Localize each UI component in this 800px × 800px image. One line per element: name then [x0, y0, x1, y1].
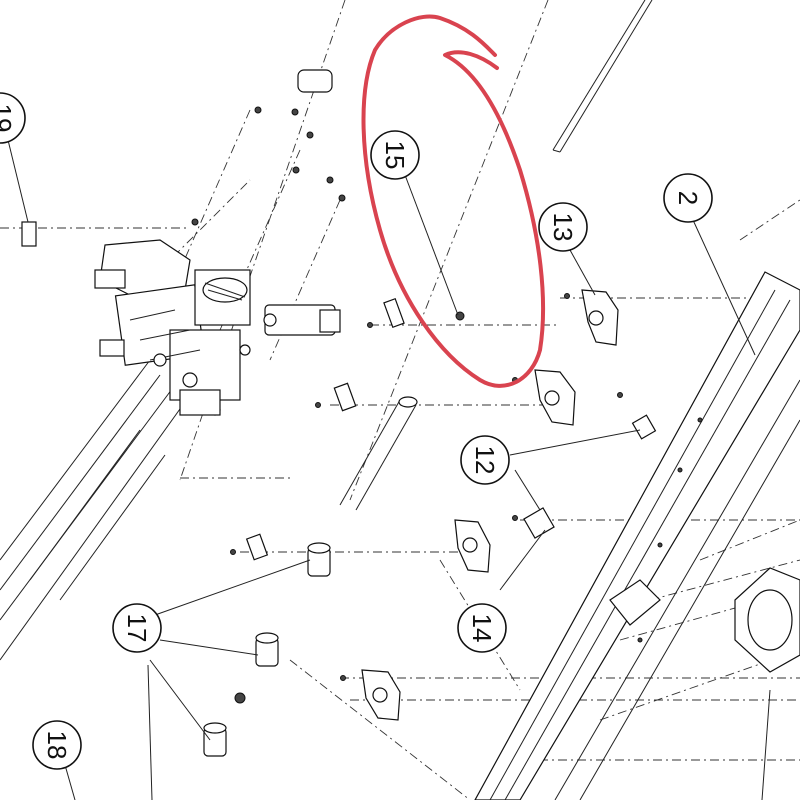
- bushings: [203, 542, 331, 757]
- callout-2-label: 2: [673, 191, 703, 205]
- callout-2: 2: [663, 173, 713, 223]
- linear-rail: [0, 359, 191, 661]
- roller-shaft: [339, 396, 418, 511]
- callout-13-label: 13: [548, 213, 578, 242]
- callout-12: 12: [460, 435, 510, 485]
- motor-plate: [734, 567, 800, 673]
- callout-15: 15: [370, 130, 420, 180]
- frame-rail: [474, 271, 800, 800]
- callout-14-label: 14: [467, 614, 497, 643]
- callout-19: 19: [0, 92, 26, 144]
- mount-brackets: [245, 289, 657, 721]
- callout-17-label: 17: [122, 614, 152, 643]
- callout-18: 18: [32, 720, 82, 770]
- guide-rod: [552, 0, 653, 153]
- callout-17: 17: [112, 603, 162, 653]
- callout-18-label: 18: [42, 731, 72, 760]
- fasteners: [21, 69, 798, 681]
- carriage-assembly: [94, 239, 341, 416]
- callout-12-label: 12: [470, 446, 500, 475]
- callout-15-label: 15: [380, 141, 410, 170]
- callout-19-label: 19: [0, 104, 17, 133]
- callout-14: 14: [457, 603, 507, 653]
- leader-lines: [7, 139, 771, 800]
- red-highlight-loop: [361, 14, 546, 388]
- callout-13: 13: [538, 202, 588, 252]
